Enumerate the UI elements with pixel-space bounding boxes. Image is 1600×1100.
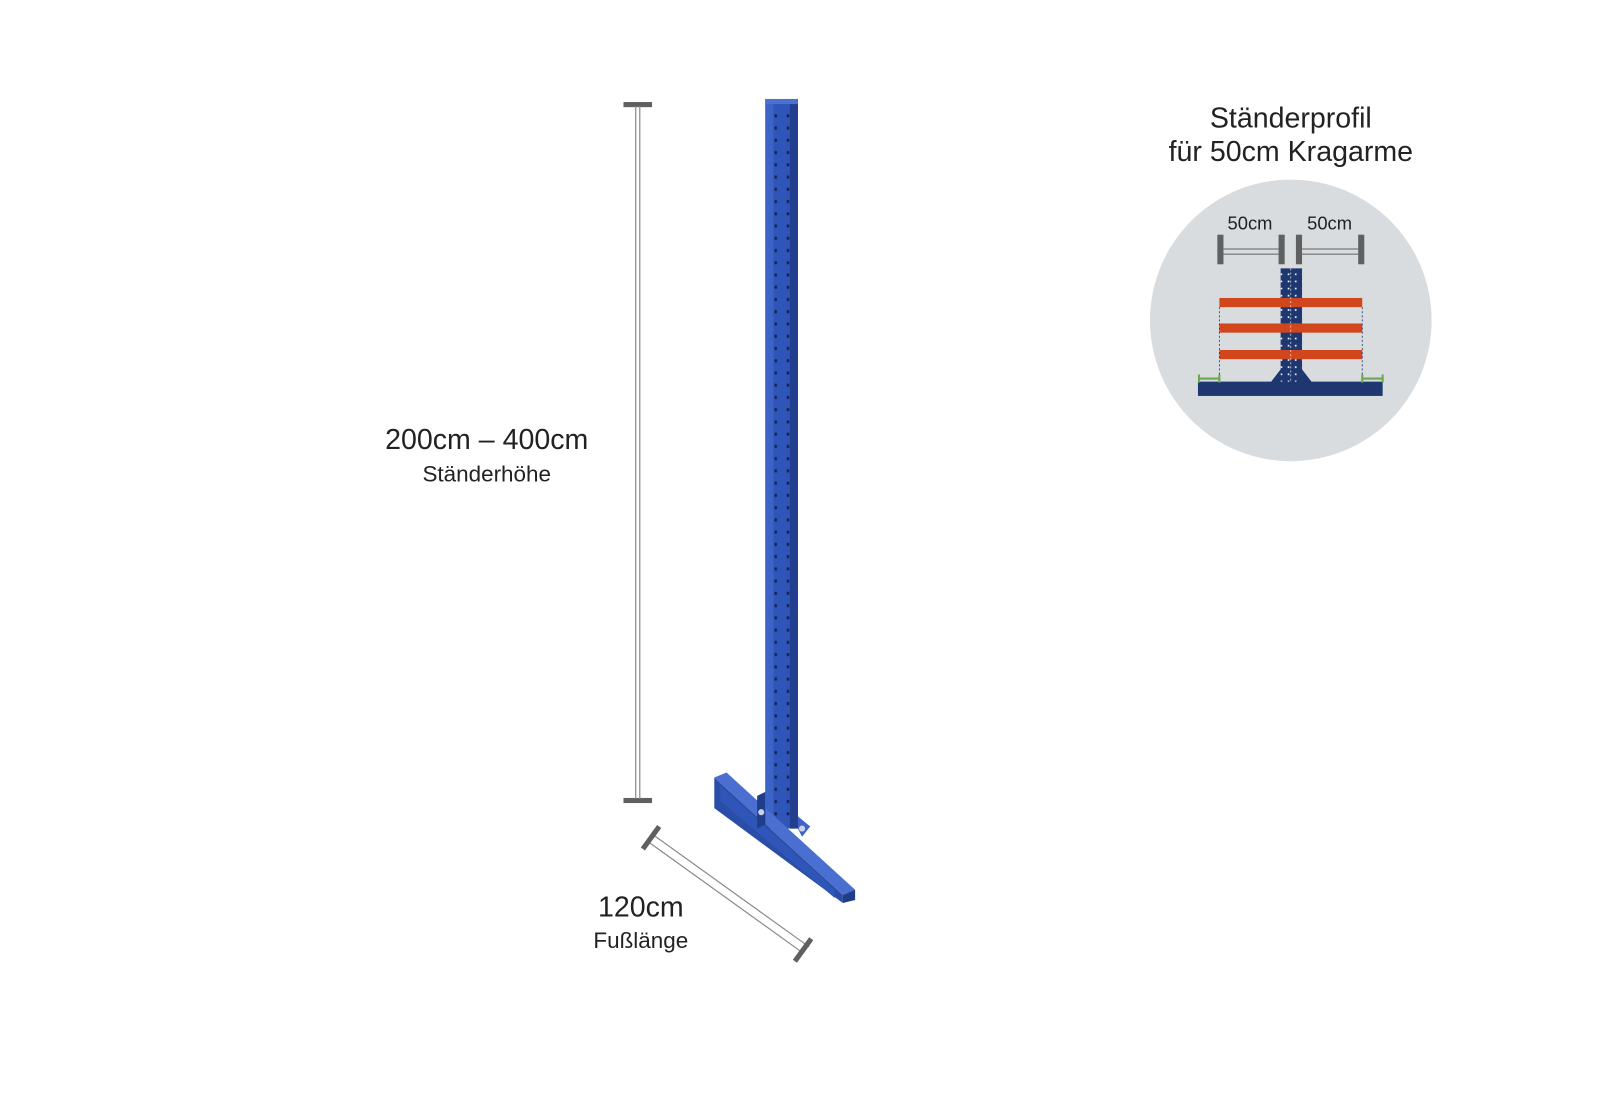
profile-base — [1197, 381, 1383, 396]
height-value: 200cm – 400cm — [385, 424, 588, 456]
left-arm-length: 50cm — [1228, 213, 1273, 234]
height-label: Ständerhöhe — [422, 462, 551, 487]
foot-length-label: Fußlänge — [593, 928, 688, 953]
profile-title-line1: Ständerprofil — [1210, 103, 1372, 135]
arm-dimension-bars — [1217, 234, 1365, 265]
height-dimension-line — [623, 102, 653, 804]
right-arm-length: 50cm — [1307, 213, 1352, 234]
upright-base-foot — [714, 772, 856, 904]
foot-length-dimension-line — [640, 825, 814, 963]
profile-title-line2: für 50cm Kragarme — [1169, 136, 1413, 168]
end-stop-markers — [1197, 374, 1384, 383]
upright-column — [765, 98, 798, 829]
profile-arm — [1219, 323, 1363, 333]
profile-inset: 50cm 50cm — [1150, 179, 1432, 462]
foot-length-value: 120cm — [598, 891, 684, 923]
